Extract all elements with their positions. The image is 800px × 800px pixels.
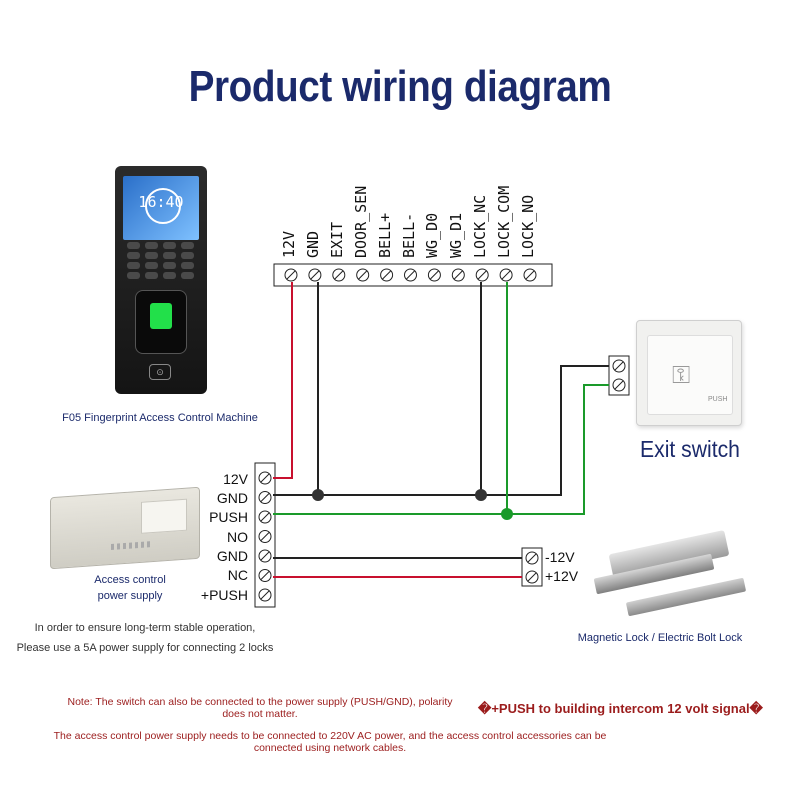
ps-terminal-label: 12V — [223, 471, 248, 487]
fingerprint-device: 16:40 ⊙ — [115, 166, 207, 394]
ps-caption-2: power supply — [97, 590, 163, 602]
keypad-key — [181, 262, 194, 269]
ps-terminal-label: NC — [227, 567, 248, 583]
exit-switch-caption: Exit switch — [640, 436, 740, 462]
lock-caption: Magnetic Lock / Electric Bolt Lock — [577, 632, 743, 644]
terminal-label: LOCK_NC — [471, 194, 490, 258]
note-power: The access control power supply needs to… — [53, 730, 607, 754]
keypad-key — [127, 252, 140, 259]
keypad-key — [145, 262, 158, 269]
fingerprint-sensor — [135, 290, 187, 354]
keypad-key — [163, 242, 176, 249]
push-label: PUSH — [708, 396, 728, 403]
keypad-key — [127, 242, 140, 249]
wire-push-green — [273, 384, 609, 515]
device-time: 16:40 — [138, 193, 184, 211]
intercom-note: �+PUSH to building intercom 12 volt sign… — [478, 701, 763, 716]
ps-terminal-label: GND — [216, 548, 248, 564]
keypad-key — [145, 252, 158, 259]
keypad-key — [163, 272, 176, 279]
device-caption: F05 Fingerprint Access Control Machine — [62, 412, 258, 424]
key-icon: ⚿ — [672, 362, 691, 389]
terminal-label: WG_D0 — [423, 212, 442, 258]
ps-terminal-label: +PUSH — [200, 587, 248, 603]
junction-dot — [475, 489, 487, 501]
keypad-key — [163, 262, 176, 269]
terminal-label: DOOR_SEN — [351, 185, 370, 258]
device-keypad — [123, 242, 199, 282]
keypad-key — [127, 262, 140, 269]
keypad-key — [145, 242, 158, 249]
keypad-key — [181, 242, 194, 249]
note-switch: Note: The switch can also be connected t… — [67, 696, 453, 720]
ps-terminal-label: PUSH — [209, 509, 248, 525]
ps-terminal-label: GND — [216, 490, 248, 506]
lock-terminal-label: +12V — [545, 568, 579, 584]
device-screen: 16:40 — [123, 176, 199, 240]
nfc-icon: ⊙ — [149, 364, 171, 380]
keypad-key — [127, 272, 140, 279]
ps-note-1: In order to ensure long-term stable oper… — [34, 622, 256, 634]
terminal-label: 12V — [280, 230, 298, 258]
ps-caption-1: Access control — [94, 574, 166, 586]
junction-dot — [312, 489, 324, 501]
terminal-label: LOCK_NO — [519, 194, 537, 258]
top-terminal-screws — [284, 268, 537, 282]
junction-dot — [501, 508, 513, 520]
terminal-label: GND — [303, 230, 322, 258]
wire-gnd-black — [273, 282, 319, 496]
ps-note-2: Please use a 5A power supply for connect… — [16, 642, 274, 654]
terminal-label: BELL- — [399, 212, 418, 258]
lock-terminal-label: -12V — [545, 549, 575, 565]
keypad-key — [163, 252, 176, 259]
ps-terminal-label: NO — [227, 529, 248, 545]
keypad-key — [181, 272, 194, 279]
ps-terminal-screws — [258, 471, 272, 602]
terminal-label: WG_D1 — [447, 212, 466, 258]
terminal-label: LOCK_COM — [495, 185, 514, 258]
magnetic-lock — [590, 530, 750, 617]
keypad-key — [145, 272, 158, 279]
terminal-label: EXIT — [327, 221, 346, 258]
keypad-key — [181, 252, 194, 259]
exit-switch-plate: ⚿ PUSH — [636, 320, 742, 426]
page-title: Product wiring diagram — [188, 62, 612, 111]
wire-12v-red — [273, 282, 293, 479]
power-supply-box — [50, 486, 200, 570]
terminal-label: BELL+ — [375, 212, 394, 258]
